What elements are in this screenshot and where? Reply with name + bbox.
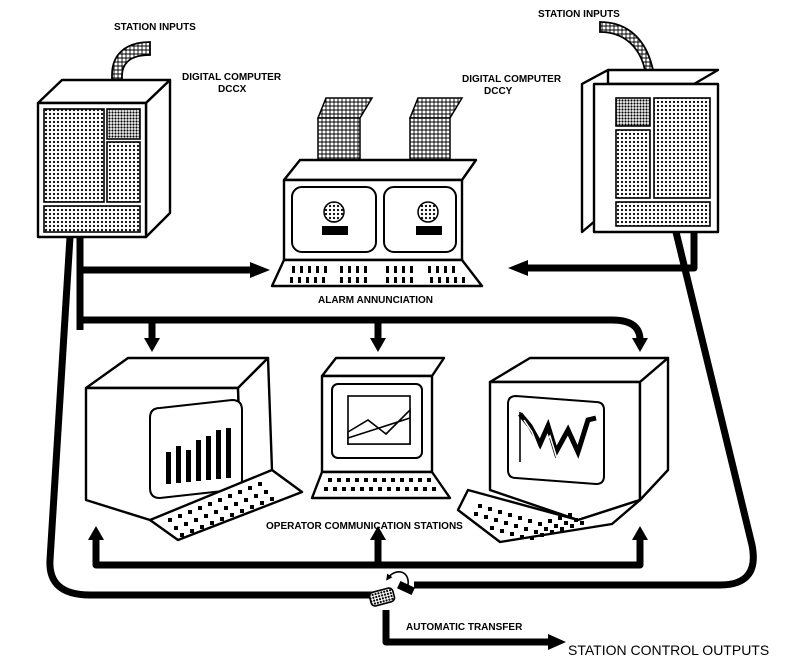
label-station-control-outputs: STATION CONTROL OUTPUTS (568, 642, 769, 658)
computer-cabinet-dccx-icon (36, 78, 172, 239)
alarm-console-icon (270, 97, 484, 288)
label-computer-y-line1: DIGITAL COMPUTER (462, 74, 562, 85)
label-station-inputs-left: STATION INPUTS (114, 22, 196, 33)
label-automatic-transfer: AUTOMATIC TRANSFER (406, 622, 523, 633)
operator-terminal-center-icon (310, 356, 452, 500)
label-computer-x-line2: DCCX (218, 84, 247, 95)
bar-graph-icon (166, 428, 231, 484)
label-station-inputs-right: STATION INPUTS (538, 9, 620, 20)
transfer-switch-icon (368, 571, 415, 607)
label-operator-stations: OPERATOR COMMUNICATION STATIONS (266, 521, 463, 532)
operator-terminal-left-icon (84, 356, 304, 542)
line-graph-right-icon (518, 412, 597, 465)
line-graph-icon (347, 395, 411, 445)
label-computer-y-line2: DCCY (484, 86, 513, 97)
label-computer-x-line1: DIGITAL COMPUTER (182, 72, 282, 83)
label-alarm-annunciation: ALARM ANNUNCIATION (318, 295, 433, 306)
bus-arrowheads (88, 260, 648, 650)
data-bus (46, 231, 757, 646)
operator-terminal-right-icon (456, 356, 670, 544)
computer-cabinet-dccy-icon (580, 68, 720, 234)
